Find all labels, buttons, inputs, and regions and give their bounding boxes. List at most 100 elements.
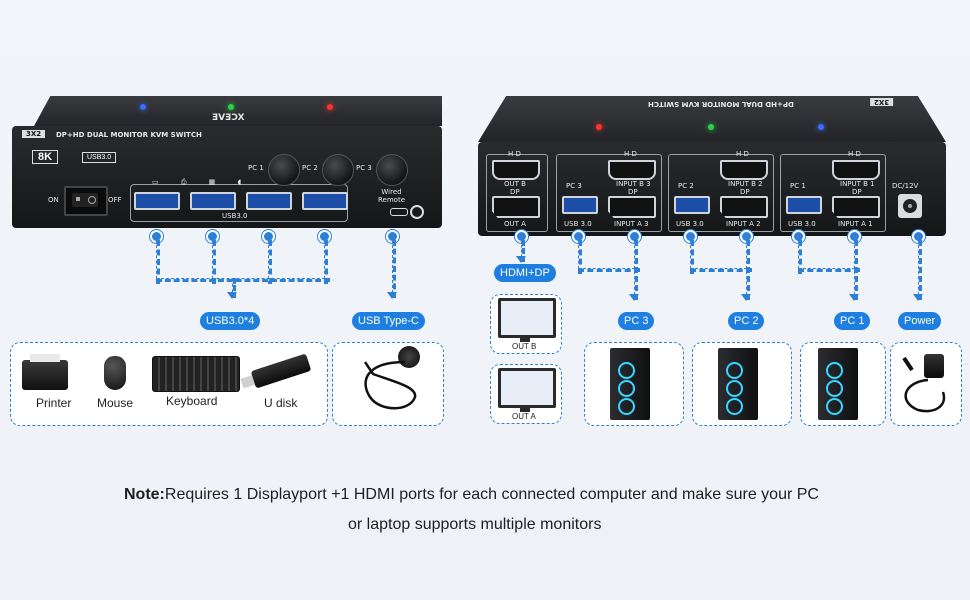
keyboard-icon [152,356,240,392]
monitor-b-stand [520,338,530,342]
back-model-title: DP+HD DUAL MONITOR KVM SWITCH [648,100,794,108]
remote-card [332,342,444,426]
remote-arrow [387,292,397,299]
input-a3-label: INPUT A 3 [614,220,649,228]
pc1-input-box [780,154,886,232]
pc1-arrow [849,294,859,301]
usb-connector-v3 [268,240,272,284]
front-kvm-device: XCEVE 3X2 DP+HD DUAL MONITOR KVM SWITCH … [12,96,442,228]
led-red [327,104,333,110]
note-text-1: Requires 1 Displayport +1 HDMI ports for… [164,486,819,503]
pc2-connector-v2 [746,240,750,300]
pc2-input-box [668,154,774,232]
input-b1-hdmi-port[interactable] [832,160,880,180]
printer-label: Printer [36,396,72,410]
out-a-label: OUT A [504,220,526,228]
pc1-connector-v2 [854,240,858,300]
hdmi-dp-pill: HDMI+DP [494,264,556,282]
pc2-usb-port[interactable] [674,196,710,214]
input-a2-label: INPUT A 2 [726,220,761,228]
out-b-hdmi-port[interactable] [492,160,540,180]
pc2-connector-h [690,268,752,272]
out-arrow [516,256,526,263]
remote-connector-v [392,240,396,298]
pc3-usb30-label: USB 3.0 [564,220,592,228]
front-usb-port-4[interactable] [302,192,348,210]
pc2-dp-label: DP [740,188,750,196]
power-rocker-switch[interactable] [64,186,108,216]
note-line-1: Note:Requires 1 Displayport +1 HDMI port… [124,486,819,504]
led-green [228,104,234,110]
pc1-tower-icon [818,348,858,420]
pc2-usb30-label: USB 3.0 [676,220,704,228]
monitor-b-icon [498,298,556,338]
dc12v-label: DC/12V [892,182,919,190]
input-b3-label: INPUT B 3 [616,180,651,188]
input-a3-dp-port[interactable] [608,196,656,218]
out-dp-label: DP [510,188,520,196]
input-b1-label: INPUT B 1 [840,180,875,188]
back-model-tag: 3X2 [870,98,894,106]
pc1-select-button[interactable] [268,154,300,186]
mouse-icon [104,356,126,390]
front-device-top [34,96,442,126]
pc1-pill: PC 1 [834,312,871,330]
front-brand: XCEVE [212,113,245,123]
back-panel: H D OUT B DP OUT A H D PC 3 INPUT B 3 DP… [478,142,946,236]
pc2-hd-label: H D [736,150,749,158]
pc3-select-button[interactable] [376,154,408,186]
pc2-usb-label-top: PC 2 [678,182,694,190]
remote-jack[interactable] [410,205,424,219]
back-kvm-device: DP+HD DUAL MONITOR KVM SWITCH 3X2 H D OU… [478,96,946,236]
keyboard-label: Keyboard [166,394,218,408]
note-bold: Note: [124,486,165,503]
back-led-blue [818,124,824,130]
pc3-connector-v1 [578,240,582,274]
usb-connector-v4 [324,240,328,284]
pc1-usb30-label: USB 3.0 [788,220,816,228]
input-b2-hdmi-port[interactable] [720,160,768,180]
pc1-connector-v1 [798,240,802,274]
front-model-tag: 3X2 [22,130,46,138]
front-usb-port-3[interactable] [246,192,292,210]
input-b3-hdmi-port[interactable] [608,160,656,180]
front-usb-port-1[interactable] [134,192,180,210]
monitor-a-stand [520,408,530,412]
pc3-pill: PC 3 [618,312,655,330]
printer-icon [22,354,68,390]
pc3-button-label: PC 3 [356,164,372,172]
pc1-usb-port[interactable] [786,196,822,214]
pc3-hd-label: H D [624,150,637,158]
pc3-connector-h [578,268,640,272]
out-a-dp-port[interactable] [492,196,540,218]
power-pill: Power [898,312,942,330]
udisk-label: U disk [264,396,298,410]
badge-8k: 8K [32,150,59,164]
typec-remote-port[interactable] [390,208,408,216]
pc3-arrow [629,294,639,301]
input-b2-label: INPUT B 2 [728,180,763,188]
usb-arrow [227,292,237,299]
input-a1-label: INPUT A 1 [838,220,873,228]
usb30x4-pill: USB3.0*4 [200,312,261,330]
input-a1-dp-port[interactable] [832,196,880,218]
monitor-a-icon [498,368,556,408]
dc-power-jack[interactable] [898,194,922,218]
wired-remote-label: Wired Remote [378,188,406,204]
front-usb-port-2[interactable] [190,192,236,210]
usb-connector-v2 [212,240,216,284]
back-device-top [478,96,946,142]
pc1-connector-h [798,268,860,272]
monitor-b-label: OUT B [512,342,537,351]
pc2-tower-icon [718,348,758,420]
front-panel: 3X2 DP+HD DUAL MONITOR KVM SWITCH 8K USB… [12,126,442,228]
remote-cable-icon [363,360,417,410]
input-a2-dp-port[interactable] [720,196,768,218]
pc2-arrow [741,294,751,301]
pc3-input-box [556,154,662,232]
back-led-red [596,124,602,130]
monitor-a-label: OUT A [512,412,536,421]
pc1-usb-label-top: PC 1 [790,182,806,190]
pc3-usb-port[interactable] [562,196,598,214]
pc2-select-button[interactable] [322,154,354,186]
